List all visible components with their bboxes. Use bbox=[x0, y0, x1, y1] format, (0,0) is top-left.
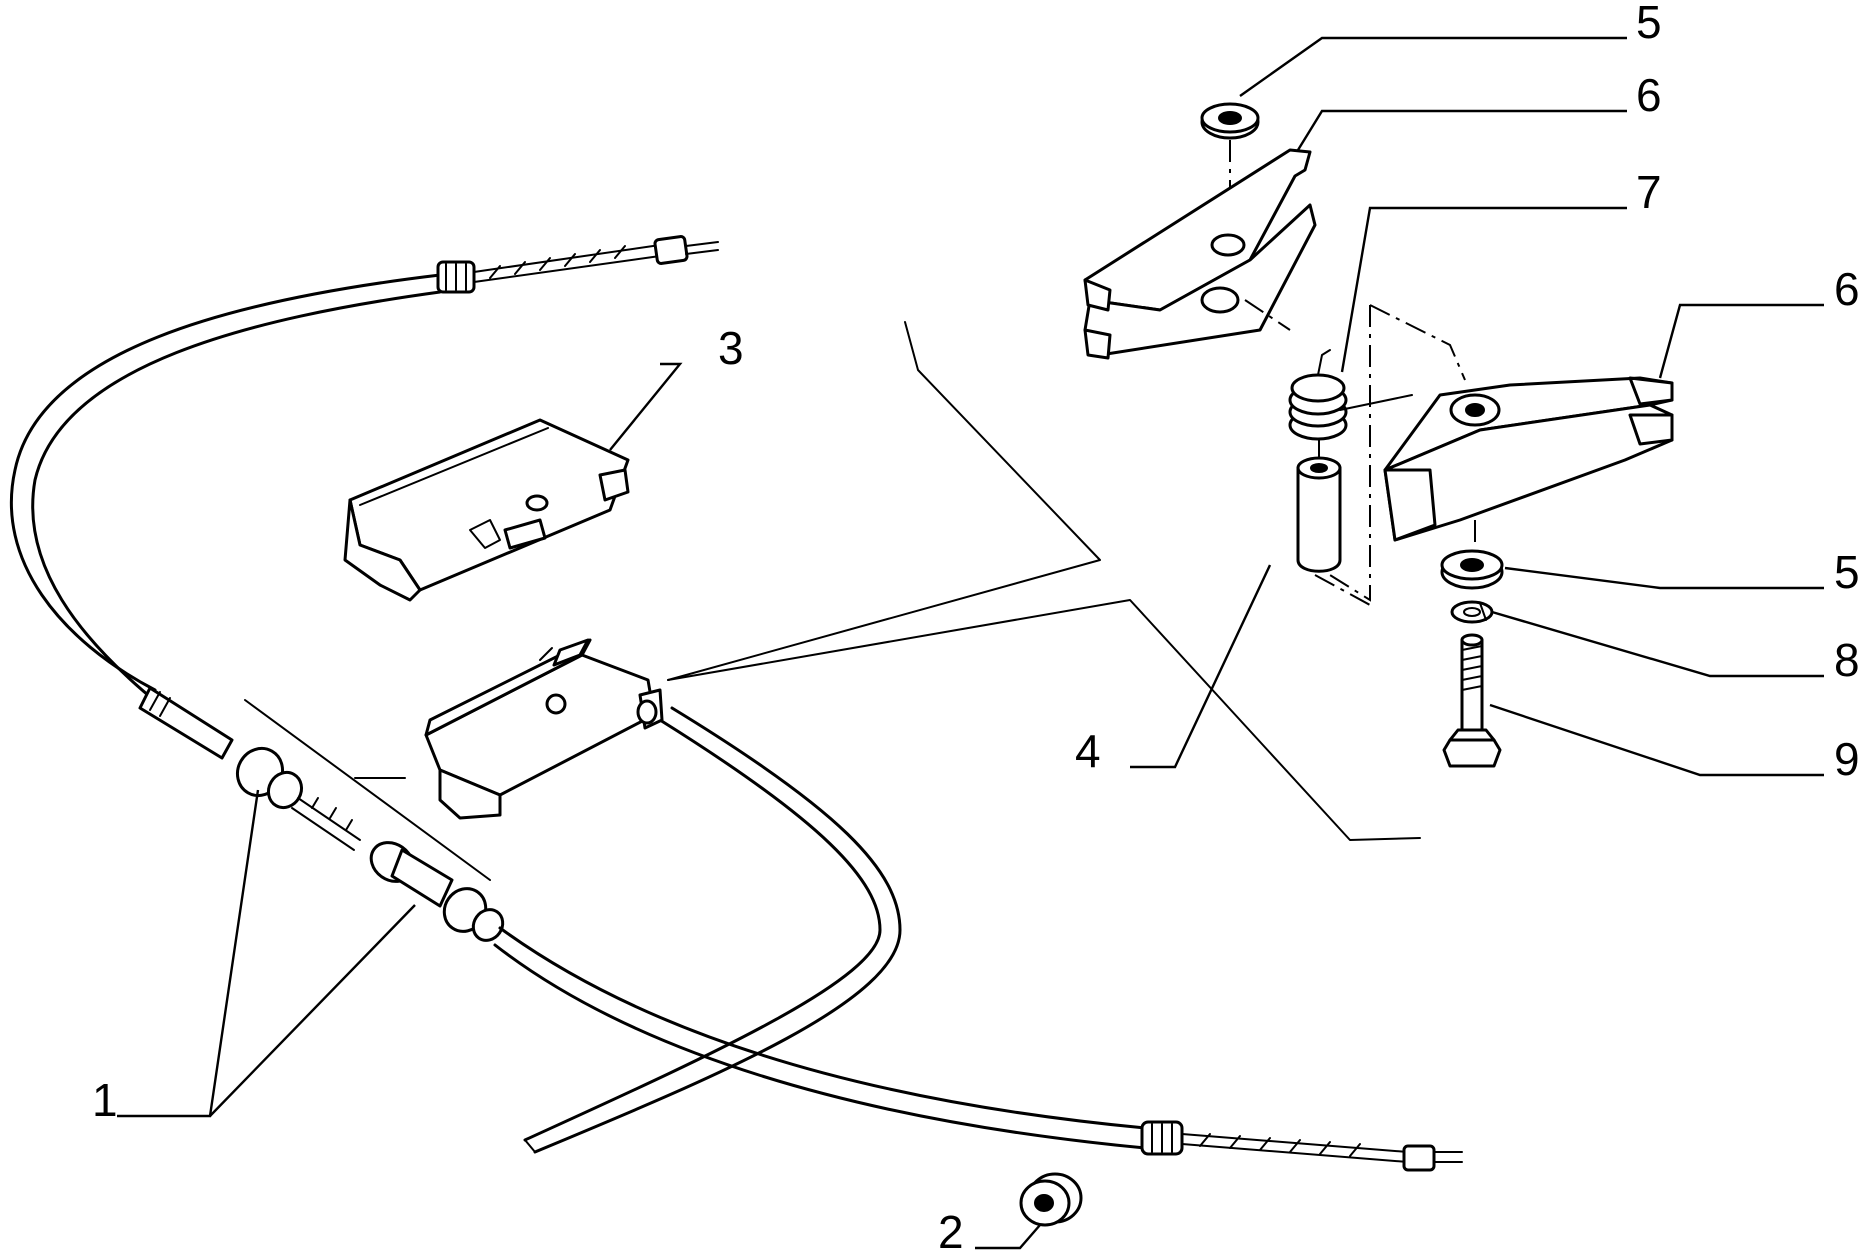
cable-return-assembly bbox=[523, 706, 902, 1154]
callout-6-right: 6 bbox=[1834, 263, 1860, 315]
part-4-bushing bbox=[1296, 440, 1342, 573]
callout-1: 1 bbox=[92, 1074, 118, 1126]
callout-2: 2 bbox=[938, 1206, 964, 1255]
part-2-grommet bbox=[1019, 1172, 1083, 1227]
callout-5-top: 5 bbox=[1636, 0, 1662, 48]
assembly-frame bbox=[1314, 304, 1466, 606]
part-5-washer-top bbox=[1200, 102, 1260, 245]
callout-3: 3 bbox=[718, 322, 744, 374]
callout-4: 4 bbox=[1075, 725, 1101, 777]
callout-5-right: 5 bbox=[1834, 546, 1860, 598]
callout-7: 7 bbox=[1636, 166, 1662, 218]
part-5-washer-right bbox=[1440, 520, 1504, 590]
part-9-bolt bbox=[1442, 633, 1502, 768]
callout-6-top: 6 bbox=[1636, 69, 1662, 121]
part-3-bracket bbox=[343, 418, 630, 602]
cable-right-assembly bbox=[369, 841, 1463, 1172]
part-6-lever-top bbox=[1083, 148, 1317, 360]
callout-9: 9 bbox=[1834, 733, 1860, 785]
part-6-lever-right bbox=[1383, 376, 1674, 542]
indicator-lines bbox=[244, 321, 1421, 881]
part-7-spring bbox=[1288, 349, 1413, 441]
leader-lines bbox=[117, 36, 1824, 1250]
callout-8: 8 bbox=[1834, 634, 1860, 686]
part-8-spring-washer bbox=[1450, 600, 1494, 624]
equalizer-assembly bbox=[424, 638, 664, 820]
cable-left-assembly bbox=[9, 235, 719, 851]
